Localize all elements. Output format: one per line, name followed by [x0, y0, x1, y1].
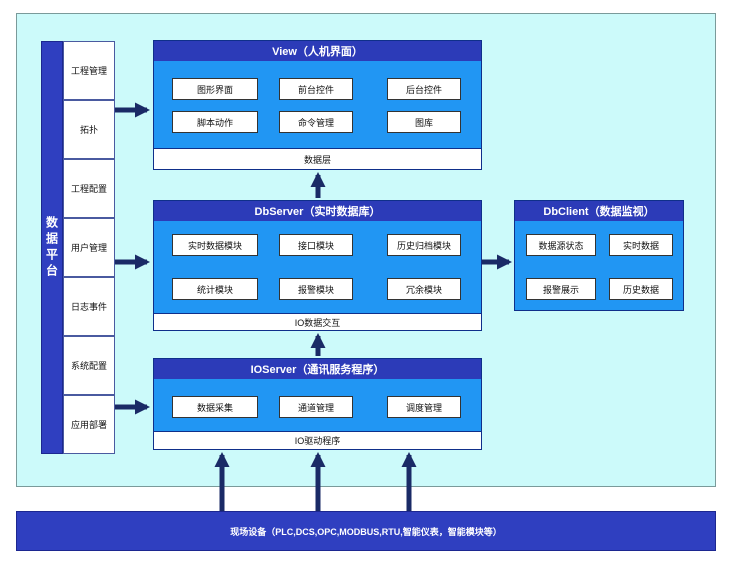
dbserver-module[interactable]: 实时数据模块: [172, 234, 258, 256]
field-devices-label: 现场设备（PLC,DCS,OPC,MODBUS,RTU,智能仪表，智能模块等）: [230, 526, 502, 537]
dbclient-module[interactable]: 报警展示: [526, 278, 596, 300]
dbserver-module[interactable]: 历史归档模块: [387, 234, 461, 256]
ioserver-panel-title: IOServer（通讯服务程序）: [154, 359, 481, 379]
dbclient-module[interactable]: 实时数据: [609, 234, 673, 256]
dbclient-panel-title: DbClient（数据监视）: [515, 201, 683, 221]
ioserver-footer: IO驱动程序: [153, 431, 482, 450]
view-module[interactable]: 图形界面: [172, 78, 258, 100]
dbserver-panel: DbServer（实时数据库）: [153, 200, 482, 331]
dbserver-module[interactable]: 接口模块: [279, 234, 353, 256]
view-panel-title: View（人机界面）: [154, 41, 481, 61]
menu-item-label: 应用部署: [70, 420, 107, 430]
dbserver-panel-title: DbServer（实时数据库）: [154, 201, 481, 221]
view-module[interactable]: 前台控件: [279, 78, 353, 100]
menu-item-label: 拓扑: [79, 125, 98, 135]
ioserver-module[interactable]: 通道管理: [279, 396, 353, 418]
view-module[interactable]: 脚本动作: [172, 111, 258, 133]
menu-item-app-deploy[interactable]: 应用部署: [63, 395, 115, 454]
dbserver-module[interactable]: 报警模块: [279, 278, 353, 300]
menu-item-user-management[interactable]: 用户管理: [63, 218, 115, 277]
dbserver-module[interactable]: 冗余模块: [387, 278, 461, 300]
menu-item-label: 系统配置: [70, 361, 107, 371]
view-footer: 数据层: [153, 148, 482, 170]
menu-item-label: 工程配置: [70, 184, 107, 194]
menu-item-label: 用户管理: [70, 243, 107, 253]
menu-item-label: 日志事件: [70, 302, 107, 312]
menu-item-label: 工程管理: [70, 66, 107, 76]
ioserver-module[interactable]: 调度管理: [387, 396, 461, 418]
view-module[interactable]: 图库: [387, 111, 461, 133]
dbserver-footer: IO数据交互: [153, 313, 482, 331]
ioserver-module[interactable]: 数据采集: [172, 396, 258, 418]
dbclient-module[interactable]: 历史数据: [609, 278, 673, 300]
menu-item-log-events[interactable]: 日志事件: [63, 277, 115, 336]
menu-item-project-management[interactable]: 工程管理: [63, 41, 115, 100]
view-module[interactable]: 后台控件: [387, 78, 461, 100]
menu-item-system-config[interactable]: 系统配置: [63, 336, 115, 395]
menu-item-topology[interactable]: 拓扑: [63, 100, 115, 159]
data-platform-title: 数据平台: [44, 215, 59, 280]
data-platform-bar: 数据平台: [41, 41, 63, 454]
view-module[interactable]: 命令管理: [279, 111, 353, 133]
menu-item-project-config[interactable]: 工程配置: [63, 159, 115, 218]
field-devices-bar: 现场设备（PLC,DCS,OPC,MODBUS,RTU,智能仪表，智能模块等）: [16, 511, 716, 551]
dbserver-module[interactable]: 统计模块: [172, 278, 258, 300]
dbclient-module[interactable]: 数据源状态: [526, 234, 596, 256]
